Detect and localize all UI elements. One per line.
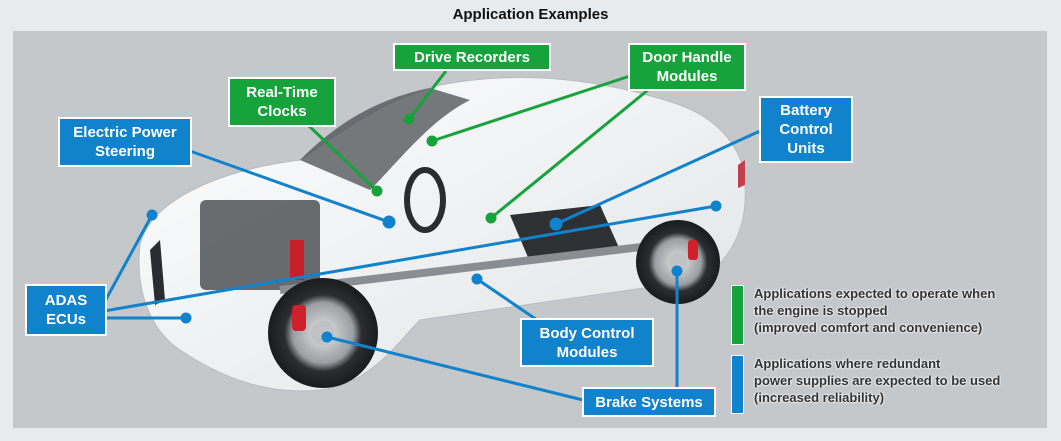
legend-text-blue: Applications where redundant power suppl…	[754, 356, 1001, 405]
label-drive-recorders: Drive Recorders	[393, 43, 551, 71]
windshield	[300, 88, 470, 190]
leader-rtc	[306, 123, 379, 193]
legend-text-green: Applications expected to operate when th…	[754, 286, 996, 335]
drive-shaft	[279, 236, 701, 294]
point-adas-1	[146, 209, 158, 221]
leader-adas-2	[103, 204, 717, 313]
leader-drive-recorders	[407, 70, 448, 120]
point-door-handle-2	[485, 212, 497, 224]
label-battery-control-units: Battery Control Units	[759, 96, 853, 163]
tail-light	[738, 160, 745, 188]
rear-hub	[669, 253, 687, 271]
front-suspension-spring	[290, 240, 304, 280]
point-eps	[382, 215, 396, 229]
leader-brake-1	[326, 335, 584, 402]
point-brake-2	[671, 265, 683, 277]
point-rtc	[371, 185, 383, 197]
legend-swatch-blue	[731, 355, 744, 414]
front-brake-caliper	[292, 305, 306, 331]
label-real-time-clocks: Real-Time Clocks	[228, 77, 336, 127]
point-adas-2	[710, 200, 722, 212]
rear-brake-caliper	[688, 240, 698, 260]
label-door-handle-modules: Door Handle Modules	[628, 43, 746, 91]
point-battery	[549, 217, 563, 231]
battery-pack	[510, 205, 620, 262]
label-body-control-modules: Body Control Modules	[520, 318, 654, 367]
point-door-handle-1	[426, 135, 438, 147]
label-electric-power-steering: Electric Power Steering	[58, 117, 192, 167]
diagram-title: Application Examples	[452, 6, 609, 23]
leader-eps	[189, 149, 390, 224]
leader-adas-1	[102, 214, 154, 304]
label-brake-systems: Brake Systems	[582, 387, 716, 417]
leader-battery	[555, 129, 761, 226]
leader-door-handle-2	[490, 88, 649, 220]
label-adas-ecus: ADAS ECUs	[25, 284, 107, 336]
point-adas-3	[180, 312, 192, 324]
point-brake-1	[321, 331, 333, 343]
legend-swatch-green	[731, 285, 744, 345]
front-grille	[150, 240, 165, 305]
leader-bcm	[476, 277, 541, 324]
steering-wheel	[404, 167, 446, 233]
leader-door-handle-1	[431, 74, 631, 143]
point-drive-recorders	[403, 113, 415, 125]
point-bcm	[471, 273, 483, 285]
front-hub	[311, 321, 335, 345]
